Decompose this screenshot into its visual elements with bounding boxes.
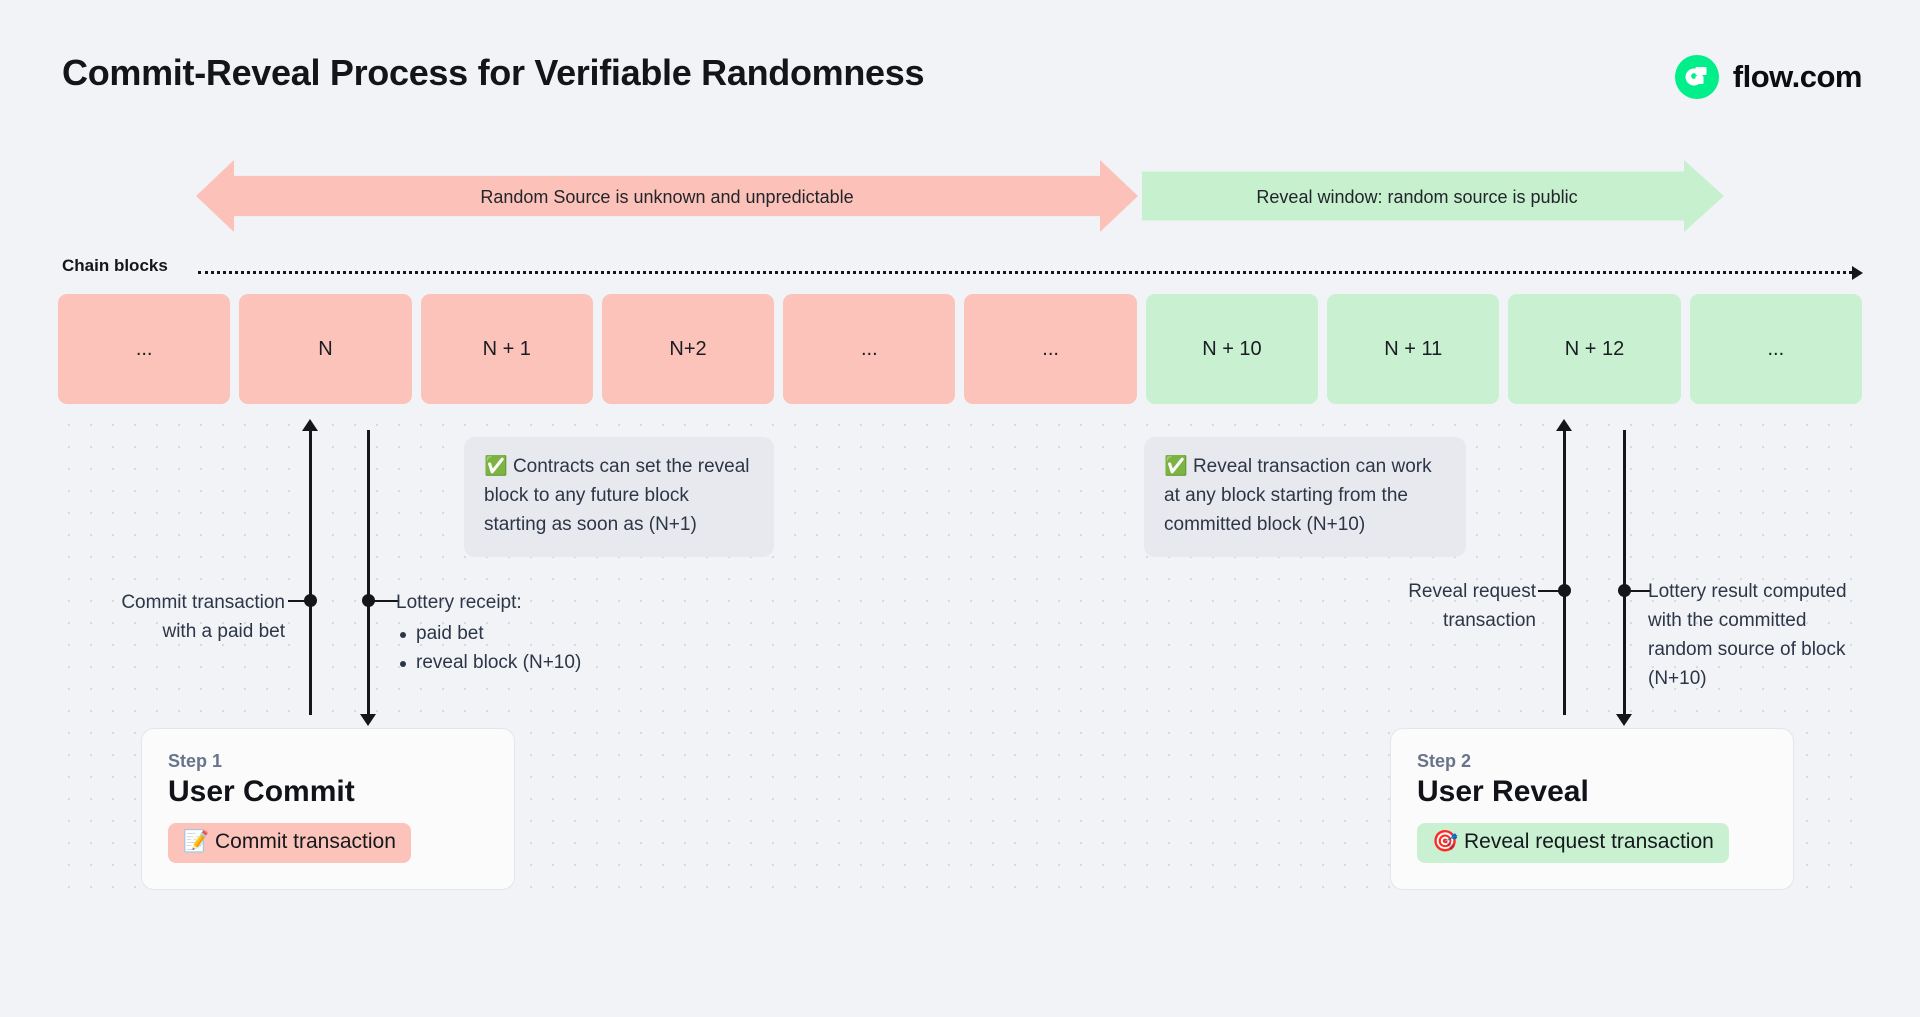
chain-block[interactable]: ... (58, 294, 231, 404)
check-icon: ✅ (1164, 456, 1188, 477)
step-card-user-reveal[interactable]: Step 2 User Reveal 🎯 Reveal request tran… (1390, 728, 1794, 890)
reveal-request-marker-dot (1558, 584, 1571, 597)
annotation-commit-transaction: Commit transaction with a paid bet (60, 589, 285, 647)
annotation-line: Reveal request (1408, 581, 1536, 602)
receipt-leader-line (370, 600, 398, 602)
step-pill-commit-transaction[interactable]: 📝 Commit transaction (168, 823, 411, 863)
brand-name: flow.com (1732, 59, 1863, 94)
phase-arrow-reveal: Reveal window: random source is public (1142, 160, 1724, 232)
chain-block[interactable]: N (239, 294, 412, 404)
callout-reveal-transaction: ✅ Reveal transaction can work at any blo… (1144, 437, 1466, 557)
phase-arrow-unknown: Random Source is unknown and unpredictab… (196, 160, 1138, 232)
receipt-marker-line (360, 430, 376, 726)
step-pill-label: Reveal request transaction (1464, 830, 1714, 853)
commit-leader-line (288, 600, 312, 602)
page-title: Commit-Reveal Process for Verifiable Ran… (62, 52, 925, 93)
receipt-marker-dot (362, 594, 375, 607)
bottom-timeline-wrapper: Commit Time ⏱️ → Waiting Period ⌛ → Reve… (58, 931, 1862, 987)
annotation-line: transaction (1443, 609, 1536, 631)
annotation-bullets: paid bet reveal block (N+10) (396, 620, 696, 678)
chain-block[interactable]: N + 11 (1327, 294, 1500, 404)
chain-block[interactable]: N+2 (601, 294, 775, 404)
chain-block[interactable]: ... (964, 294, 1137, 404)
chain-blocks-label: Chain blocks (62, 256, 168, 275)
target-icon: 🎯 (1432, 830, 1459, 853)
flow-logo-icon (1674, 55, 1719, 99)
annotation-line: Commit transaction (121, 592, 285, 613)
callout-text: Contracts can set the reveal block to an… (484, 456, 750, 535)
callout-text: Reveal transaction can work at any block… (1164, 456, 1432, 535)
step-title: User Reveal (1417, 775, 1589, 808)
annotation-reveal-request: Reveal request transaction (1330, 578, 1536, 636)
memo-icon: 📝 (183, 830, 210, 853)
commit-marker-line (302, 419, 318, 715)
step-kicker: Step 2 (1417, 751, 1472, 771)
annotation-bullet: paid bet (396, 620, 696, 649)
annotation-lottery-result: Lottery result computed with the committ… (1648, 581, 1847, 689)
reveal-request-marker-line (1556, 419, 1572, 715)
annotation-title: Lottery receipt: (396, 592, 522, 613)
lottery-result-leader-line (1626, 590, 1650, 592)
chain-block[interactable]: N + 10 (1145, 294, 1319, 404)
chain-block[interactable]: ... (1689, 294, 1862, 404)
chain-blocks-row: ... N N + 1 N+2 ... ... N + 10 N + 11 N … (58, 294, 1862, 404)
phase-label-reveal: Reveal window: random source is public (1256, 186, 1578, 207)
phase-label-unknown: Random Source is unknown and unpredictab… (480, 186, 854, 207)
step-title: User Commit (168, 775, 355, 808)
annotation-lottery-receipt: Lottery receipt: paid bet reveal block (… (396, 589, 696, 678)
phase-arrow-row: Random Source is unknown and unpredictab… (0, 160, 1920, 232)
chain-block[interactable]: ... (783, 294, 956, 404)
annotation-line: with a paid bet (162, 620, 285, 642)
step-card-user-commit[interactable]: Step 1 User Commit 📝 Commit transaction (141, 728, 515, 890)
step-pill-reveal-request-transaction[interactable]: 🎯 Reveal request transaction (1417, 823, 1729, 863)
chain-axis-arrow-icon (198, 266, 1863, 280)
brand-logo: flow.com (1674, 55, 1863, 99)
chain-block[interactable]: N + 12 (1508, 294, 1681, 404)
step-kicker: Step 1 (168, 751, 223, 771)
callout-contracts-reveal-block: ✅ Contracts can set the reveal block to … (464, 437, 774, 557)
lottery-result-marker-line (1616, 430, 1632, 726)
lottery-result-marker-dot (1618, 584, 1631, 597)
chain-block[interactable]: N + 1 (420, 294, 593, 404)
reveal-request-leader-line (1538, 590, 1564, 592)
annotation-bullet: reveal block (N+10) (396, 649, 696, 678)
check-icon: ✅ (484, 456, 508, 477)
step-pill-label: Commit transaction (215, 830, 396, 853)
